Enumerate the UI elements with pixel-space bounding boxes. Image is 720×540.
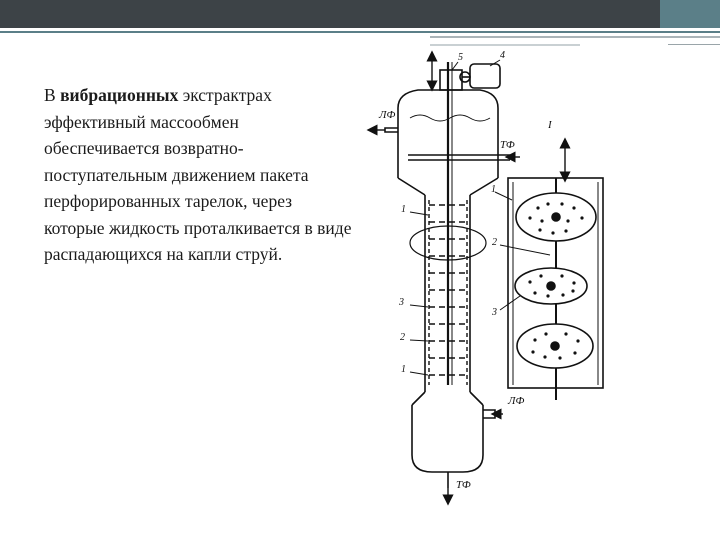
label-tf-bottom: ТФ: [456, 479, 471, 491]
text-before: В: [44, 85, 61, 105]
label-detail-2: 2: [492, 237, 497, 248]
label-tf-top: ТФ: [500, 139, 515, 151]
header-rule-tertiary: [430, 44, 580, 46]
text-bold-term: вибрационных: [60, 85, 179, 105]
label-lf-bottom: ЛФ: [507, 395, 524, 407]
label-detail-I: I: [547, 119, 553, 131]
tf-inlet-pipe: [408, 154, 510, 161]
slide-body-text: В вибрационных экстрактрах эффективный м…: [44, 82, 354, 268]
header-rule-secondary: [430, 36, 720, 38]
lf-inlet-pipe: [483, 409, 496, 419]
text-after: экстрактрах эффективный массообмен обесп…: [44, 85, 352, 264]
upper-taper: [397, 177, 499, 196]
label-detail-3: 3: [491, 307, 497, 318]
bottom-vessel: [411, 405, 484, 473]
header-rule: [0, 31, 720, 33]
label-2: 2: [400, 332, 405, 343]
lf-outlet-pipe: [384, 127, 398, 133]
label-3: 3: [398, 297, 404, 308]
label-4: 4: [500, 50, 505, 61]
label-detail-1: 1: [491, 184, 496, 195]
label-lf-top: ЛФ: [378, 109, 395, 121]
lower-taper: [411, 391, 484, 406]
header-rule-short: [668, 44, 720, 45]
label-1-lower: 1: [401, 364, 406, 375]
title-bar: [0, 0, 720, 28]
title-bar-accent: [660, 0, 720, 28]
motor-4: [469, 63, 501, 89]
drive-block: [439, 69, 463, 91]
label-1-upper: 1: [401, 204, 406, 215]
upper-liquid: [409, 114, 491, 122]
label-5: 5: [458, 52, 463, 63]
detail-marker: [409, 225, 487, 261]
